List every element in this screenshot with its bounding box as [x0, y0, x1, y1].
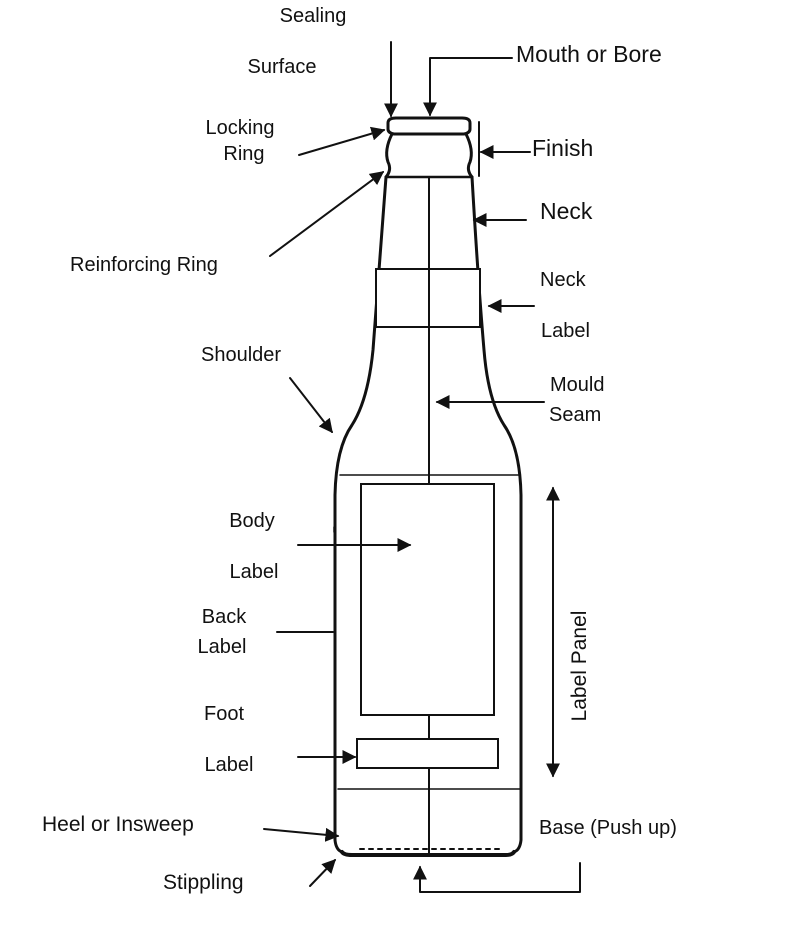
bottle-lip [386, 116, 472, 136]
label-reinforcing-ring: Reinforcing Ring [70, 254, 218, 276]
bottle-base [340, 850, 516, 857]
label-heel-or-insweep: Heel or Insweep [42, 813, 194, 836]
bottle-finish [384, 132, 474, 179]
label-stippling: Stippling [163, 871, 244, 894]
label-neck: Neck [540, 198, 593, 224]
body-label-rect [360, 483, 495, 716]
label-foot: Foot [204, 703, 244, 725]
label-sealing: Sealing [280, 5, 347, 27]
label-shoulder: Shoulder [201, 344, 281, 366]
mouth-arrow [423, 57, 513, 117]
label-seam: Seam [549, 404, 601, 426]
heel-arrow [263, 827, 340, 842]
base-arrow [413, 862, 581, 893]
label-mouth-or-bore: Mouth or Bore [516, 41, 662, 67]
shoulder-arrow [289, 377, 333, 434]
label-body-label: Label [230, 561, 279, 583]
label-back-label: Label [198, 636, 247, 658]
label-surface: Surface [248, 56, 317, 78]
label-locking: Locking [206, 117, 275, 139]
label-finish: Finish [532, 135, 593, 161]
leader-lines [263, 41, 581, 893]
reinforcing-ring-arrow [269, 171, 385, 257]
label-neck-label-1: Neck [540, 269, 587, 291]
stippling-arrow [309, 858, 336, 887]
label-base-push-up: Base (Push up) [539, 817, 677, 839]
label-foot-label: Label [205, 754, 254, 776]
label-label-panel: Label Panel [568, 611, 591, 722]
label-neck-label-2: Label [541, 320, 590, 342]
locking-ring-arrow [298, 126, 386, 156]
label-body: Body [229, 510, 275, 532]
foot-label-rect [356, 738, 499, 769]
label-mould: Mould [550, 374, 604, 396]
label-ring: Ring [223, 143, 264, 165]
labels: Sealing Surface Mouth or Bore Locking Ri… [42, 5, 677, 894]
label-back: Back [202, 606, 247, 628]
